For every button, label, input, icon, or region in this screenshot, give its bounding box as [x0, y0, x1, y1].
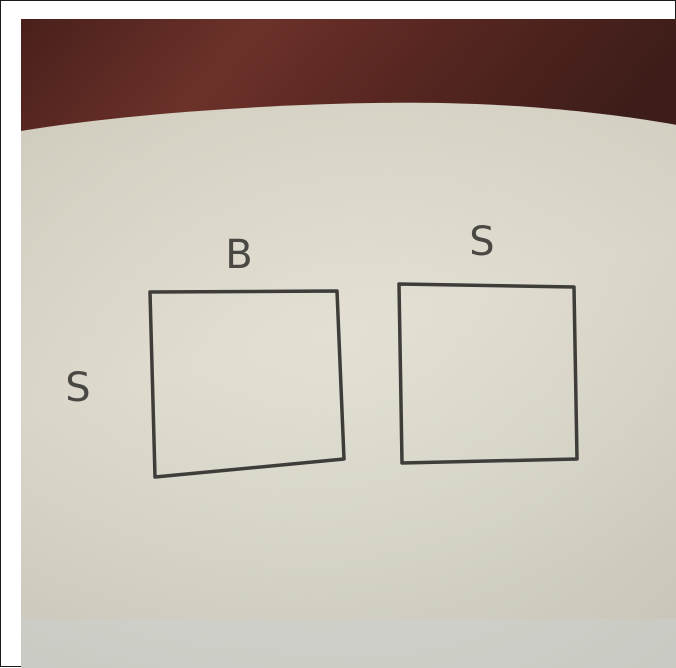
paper-photo: B S S	[21, 19, 676, 668]
paper-shading	[21, 103, 676, 668]
paper-bottom-tint	[21, 619, 676, 668]
label-top-left-square: B	[225, 232, 252, 278]
paper-sketch-svg: B S S	[21, 19, 676, 668]
label-left-side-left-square: S	[65, 365, 90, 411]
label-top-right-square: S	[469, 219, 494, 265]
